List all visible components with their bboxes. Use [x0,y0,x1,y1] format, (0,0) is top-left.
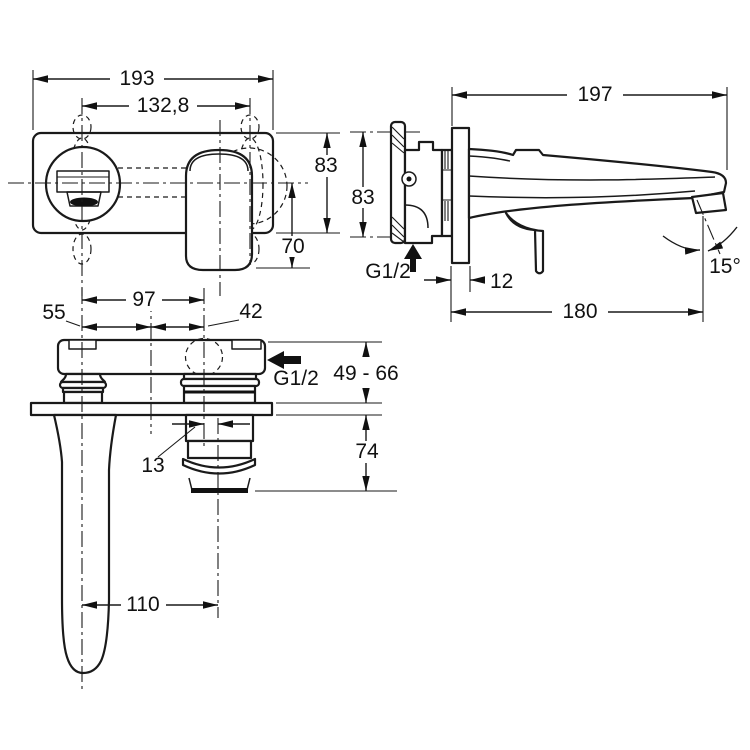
spout-base-top [58,372,108,405]
lever-handle-front [184,148,254,272]
side-view: G1/2 197 83 12 180 [346,83,741,323]
dim-label-g12-top: G1/2 [273,367,319,390]
dim-label-49-66: 49 - 66 [333,362,398,385]
dim-label-132-8: 132,8 [137,94,190,117]
dim-top-55-42: 55 42 [42,300,263,331]
dim-label-74: 74 [355,440,379,463]
dim-label-110: 110 [126,593,159,616]
aerator-side [690,191,728,215]
dim-side-spout-angle: 15° [662,199,741,278]
hatching [391,126,405,243]
dim-label-42: 42 [239,300,262,323]
inwall-body-side [389,120,454,245]
dim-side-plate-thickness: 12 [424,266,513,293]
dim-top-spout-to-valve: 97 [82,288,204,311]
dim-label-83-side: 83 [351,186,374,209]
handle-top-view [181,413,257,493]
valve-sleeve-top [179,372,261,405]
dim-top-spout-to-handle: 110 [82,593,218,616]
wall-plate-side [450,126,471,265]
dim-side-spout-reach: 180 [450,216,704,323]
lever-handle-side [504,211,545,275]
front-view: 193 132,8 83 70 [8,67,343,296]
thread-ribs [442,151,452,221]
dim-label-12: 12 [490,270,513,293]
spout-top-view [52,413,118,675]
dim-side-body-height: 83 [346,132,380,237]
inlet-callout-side: G1/2 [365,244,422,283]
up-arrow-icon [404,244,422,272]
spout-outlet-front [44,145,122,223]
valve-body-side [403,140,444,245]
centerlines-top [81,288,219,690]
dim-front-handle-drop: 70 [256,183,310,269]
left-arrow-icon [267,351,301,369]
dim-side-total-depth: 197 [451,83,728,170]
outlet-callout-top: G1/2 [267,351,319,390]
spout-side [467,147,728,220]
dim-top-handle-reach: 74 [255,414,397,492]
inwall-body-top [56,338,267,376]
aerator-front [70,197,98,207]
dim-label-15deg: 15° [709,255,741,278]
dim-label-83-front: 83 [314,154,337,177]
dim-label-197: 197 [577,83,612,106]
top-view: 97 55 42 G1/2 49 - 66 74 [29,288,399,690]
dim-label-13: 13 [141,454,164,477]
dim-front-mount-spacing: 132,8 [82,94,250,117]
dim-front-total-width: 193 [32,67,274,130]
dim-label-97: 97 [132,288,155,311]
dim-label-55: 55 [42,301,65,324]
dim-top-wall-depth-range: 49 - 66 [268,341,399,404]
centerlines-front [8,98,308,296]
dim-label-g12-side: G1/2 [365,260,411,283]
dim-label-180: 180 [562,300,597,323]
dim-top-valve-handle-offset: 13 [141,420,250,477]
fixing-lug-right [231,339,262,350]
dim-label-193: 193 [119,67,154,90]
dim-front-height: 83 [276,132,343,234]
dim-label-70: 70 [281,235,304,258]
